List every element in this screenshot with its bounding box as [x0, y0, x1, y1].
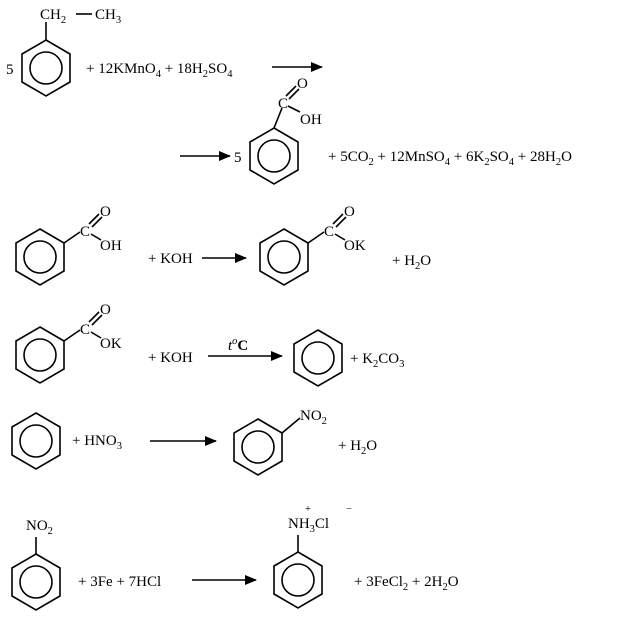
carboxylate-o: O — [344, 204, 355, 220]
anilinium-ring — [273, 551, 323, 609]
fecl2-water-products: + 3FeCl2 + 2H2O — [354, 574, 459, 593]
carbonyl-bond-2pa — [332, 213, 344, 225]
carbonyl-o-2: O — [100, 204, 111, 220]
ring-c-bond-2 — [63, 231, 81, 244]
negative-charge: − — [346, 504, 352, 515]
reaction-1: CH2 CH3 5 + 12KMnO4 + 18H2SO4 5 C O OH +… — [6, 7, 572, 185]
hydroxyl: OH — [300, 112, 322, 128]
reaction-3: C O OK + KOH toC + K2CO3 — [15, 302, 404, 387]
benzoic-acid-ring — [249, 127, 299, 185]
ok-label-3: OK — [100, 336, 122, 352]
carbonyl-bond-3b — [91, 314, 103, 326]
ch2-label: CH2 — [40, 7, 66, 26]
carbonyl-bond-3a — [88, 311, 100, 323]
condition-label: toC — [228, 336, 248, 354]
ring-c-bond-2p — [307, 231, 325, 244]
positive-charge: + — [305, 504, 311, 515]
reaction-2: C O OH + KOH C O OK + H2O — [15, 204, 431, 286]
ok-label: OK — [344, 238, 366, 254]
c-ok-bond — [334, 233, 346, 241]
koh-reagent-2: + KOH — [148, 251, 193, 267]
carbonyl-bond-a — [285, 85, 297, 97]
benzene-ring-4 — [11, 412, 61, 470]
benzoic-acid-ring-2 — [15, 228, 65, 286]
ethylbenzene-ring — [21, 39, 71, 97]
carbonyl-bond-2b — [91, 216, 103, 228]
water-byproduct-4: + H2O — [338, 438, 377, 457]
carbonyl-bond-b — [288, 88, 300, 100]
koh-reagent-3: + KOH — [148, 350, 193, 366]
carboxyl-c-2: C — [80, 224, 90, 240]
coefficient-5-right: 5 — [234, 150, 242, 166]
carboxylate-o-3: O — [100, 302, 111, 318]
nitro-group-5: NO2 — [26, 518, 53, 537]
ring-c-bond-3 — [63, 329, 81, 342]
products-text: + 5CO2 + 12MnSO4 + 6K2SO4 + 28H2O — [328, 149, 572, 168]
c-oh-bond-2 — [90, 233, 102, 241]
benzene-ring-3 — [293, 329, 343, 387]
carboxyl-c: C — [278, 96, 288, 112]
hno3-reagent: + HNO3 — [72, 433, 122, 452]
potassium-benzoate-ring-3 — [15, 326, 65, 384]
fe-hcl-reagents: + 3Fe + 7HCl — [78, 574, 161, 590]
hydroxyl-2: OH — [100, 238, 122, 254]
c-oh-bond — [287, 105, 301, 113]
nitrobenzene-ring — [233, 418, 283, 476]
reactants-text: + 12KMnO4 + 18H2SO4 — [86, 61, 233, 80]
carbonyl-bond-2a — [88, 213, 100, 225]
k2co3-product: + K2CO3 — [350, 351, 404, 370]
coefficient-5-left: 5 — [6, 62, 14, 78]
ring-no2-bond — [281, 417, 301, 434]
nitrobenzene-ring-5 — [11, 553, 61, 611]
carbonyl-o: O — [297, 76, 308, 92]
water-byproduct-2: + H2O — [392, 253, 431, 272]
anilinium-group: NH3Cl — [288, 516, 329, 535]
c-ok-bond-3 — [90, 331, 102, 339]
nitro-group: NO2 — [300, 408, 327, 427]
carboxylate-c: C — [324, 224, 334, 240]
carboxylate-c-3: C — [80, 322, 90, 338]
reaction-4: + HNO3 NO2 + H2O — [11, 408, 377, 476]
carbonyl-bond-2pb — [335, 216, 347, 228]
potassium-benzoate-ring — [259, 228, 309, 286]
ring-carboxyl-bond — [273, 107, 283, 129]
reaction-5: NO2 + 3Fe + 7HCl NH3Cl + − + 3FeCl2 + 2H… — [11, 504, 459, 611]
ch3-label: CH3 — [95, 7, 121, 26]
